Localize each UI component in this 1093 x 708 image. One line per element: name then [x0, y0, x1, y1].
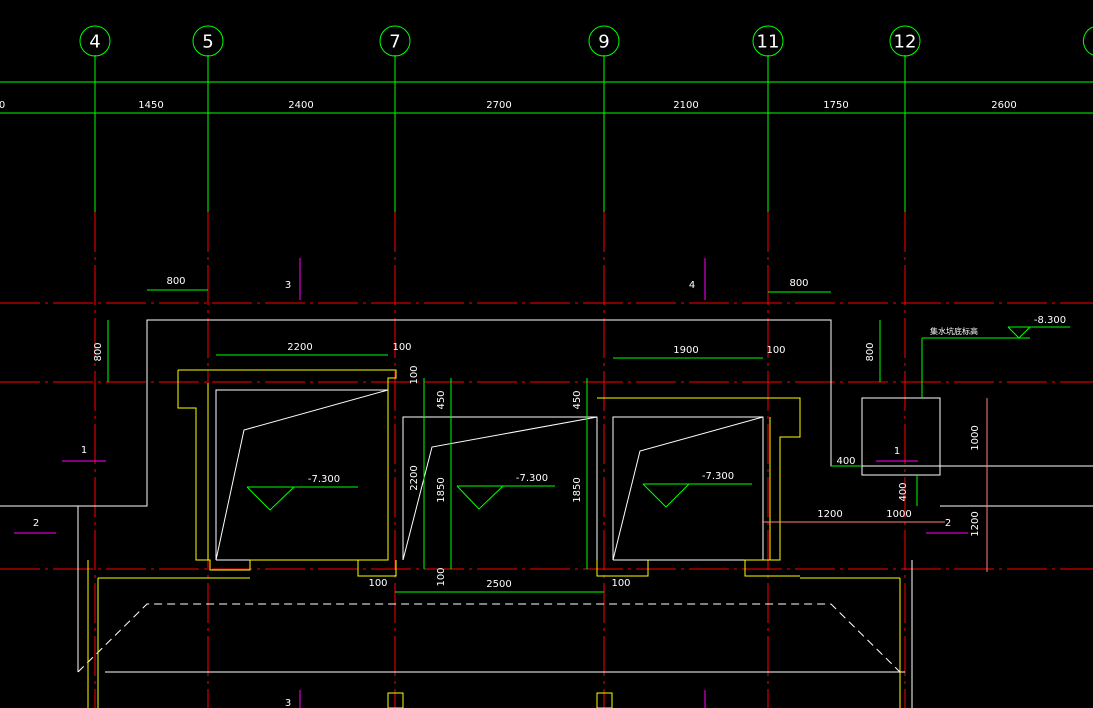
- dim-label: 800: [166, 276, 185, 287]
- dim-label: 2500: [486, 579, 511, 590]
- dim-label: 400: [836, 456, 855, 467]
- pit-2-slope: [402, 416, 598, 561]
- axis-bubble-9: [588, 25, 620, 57]
- dimension-lines-pink: [762, 398, 988, 572]
- dimension-lines: [107, 289, 1030, 593]
- section-marks: [14, 258, 968, 708]
- axis-bubble-7: [379, 25, 411, 57]
- pit-1-outline: [215, 389, 389, 561]
- section-label: 1: [894, 446, 900, 457]
- sump-note: 集水坑底标高: [930, 326, 978, 336]
- level-label: -7.300: [702, 471, 734, 482]
- dim-label: 100: [392, 342, 411, 353]
- dim-label: 1200: [970, 511, 981, 536]
- dim-label: 100: [409, 365, 420, 384]
- axis-label: 12: [894, 32, 917, 53]
- axis-label: 5: [202, 32, 213, 53]
- axis-bubble-12: [889, 25, 921, 57]
- pit-2-outline: [402, 416, 598, 560]
- dim-label: 450: [436, 390, 447, 409]
- structure-outline: [0, 319, 1093, 708]
- pit-wall-left: [177, 369, 397, 571]
- dim-label: 1000: [886, 509, 911, 520]
- axis-label: 4: [89, 32, 100, 53]
- pit-wall-right-bottom: [596, 560, 649, 577]
- slab-edge-main: [0, 319, 1093, 507]
- dim-label: 2200: [409, 465, 420, 490]
- dim-label: 100: [766, 345, 785, 356]
- axis-label: 11: [757, 32, 780, 53]
- axis-grid: [0, 25, 1093, 212]
- axis-spacing-label: 2400: [288, 100, 313, 111]
- dim-label: 1850: [572, 477, 583, 502]
- dim-label: 1900: [673, 345, 698, 356]
- level-label: -8.300: [1034, 315, 1066, 326]
- section-label: 3: [285, 280, 291, 291]
- dim-label: 800: [865, 342, 876, 361]
- centerlines: [0, 212, 1093, 708]
- level-triangle-1: [246, 486, 296, 511]
- axis-spacing-label: 2600: [991, 100, 1016, 111]
- pit-3-slope: [612, 416, 764, 561]
- dim-label: 800: [789, 278, 808, 289]
- top-dimensions: 0 1450 2400 2700 2100 1750 2600: [0, 100, 1017, 111]
- elevation-labels: -7.300 -7.300 -7.300 -8.300 集水坑底标高: [308, 315, 1066, 485]
- axis-bubble-partial: [1082, 26, 1093, 56]
- level-triangle-3: [642, 483, 691, 508]
- dim-label: 2200: [287, 342, 312, 353]
- section-label: 1: [81, 445, 87, 456]
- dim-label: 100: [436, 567, 447, 586]
- section-label: 3: [285, 698, 291, 708]
- dim-label: 450: [572, 390, 583, 409]
- axis-spacing-label: 1750: [823, 100, 848, 111]
- axis-spacing-label: 1450: [138, 100, 163, 111]
- axis-label: 7: [389, 32, 400, 53]
- pit-3-outline: [612, 416, 764, 561]
- level-label: -7.300: [308, 474, 340, 485]
- pit-wall-mid-bottom: [357, 560, 397, 577]
- pit-wall-right: [597, 397, 801, 577]
- column-stub-9: [596, 692, 613, 708]
- axis-bubble-5: [192, 25, 224, 57]
- sump-pit-box: [861, 397, 941, 476]
- dim-label: 100: [368, 578, 387, 589]
- pit-walls: [87, 369, 901, 708]
- section-label: 2: [945, 518, 951, 529]
- axis-bubble-4: [79, 25, 111, 57]
- level-triangle-4: [1007, 326, 1032, 339]
- axis-spacing-label: 2100: [673, 100, 698, 111]
- axis-labels: 4 5 7 9 11 12: [89, 32, 916, 53]
- hidden-outline: [77, 603, 901, 673]
- level-triangle-2: [456, 485, 505, 510]
- section-label: 2: [33, 518, 39, 529]
- slab-edge-left-low: [0, 505, 79, 672]
- section-label: 4: [689, 280, 695, 291]
- level-label: -7.300: [516, 473, 548, 484]
- edge-dim-label: 0: [0, 100, 5, 111]
- elevation-marks: [246, 326, 1070, 511]
- column-stub-7: [387, 692, 404, 708]
- dim-label: 1000: [970, 425, 981, 450]
- pit-1-slope: [215, 389, 389, 561]
- section-labels: 3 4 1 2 1 2 3: [33, 280, 951, 708]
- axis-bubble-11: [752, 25, 784, 57]
- dim-label: 1200: [817, 509, 842, 520]
- dim-label: 100: [611, 578, 630, 589]
- hidden-foundation-edge: [77, 603, 901, 673]
- dim-label: 800: [93, 342, 104, 361]
- dim-label: 400: [898, 482, 909, 501]
- axis-spacing-label: 2700: [486, 100, 511, 111]
- dim-label: 1850: [436, 477, 447, 502]
- dimension-labels: 800 800 800 800 2200 1900 100 100 100 45…: [93, 276, 981, 590]
- axis-label: 9: [598, 32, 609, 53]
